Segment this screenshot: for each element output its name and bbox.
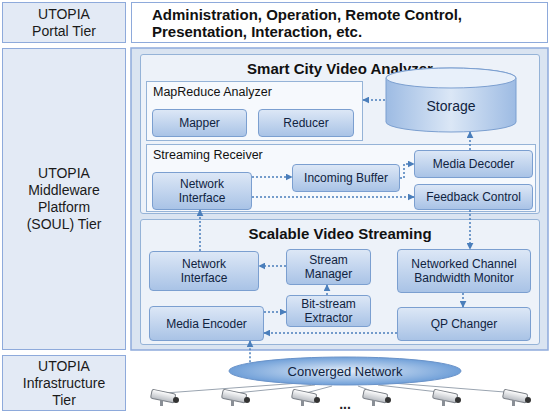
process-box: Network Interface xyxy=(152,172,252,210)
process-box: Reducer xyxy=(258,109,354,137)
node-text: Network Interface xyxy=(160,257,248,285)
group-box: MapReduce AnalyzerMapper Reducer xyxy=(146,81,363,141)
node-text: Feedback Control xyxy=(426,190,521,204)
node-text: UTOPIA Middleware Platform (SOUL) Tier xyxy=(19,165,109,233)
node-text: Networked Channel Bandwidth Monitor xyxy=(408,257,520,285)
network-cloud: Converged Network xyxy=(228,356,462,386)
tier-box: UTOPIA Portal Tier xyxy=(2,2,126,43)
process-box: QP Changer xyxy=(397,307,531,341)
node-text: Converged Network xyxy=(288,364,403,379)
node-text: Stream Manager xyxy=(297,253,360,281)
process-box: Mapper xyxy=(152,109,247,137)
node-text: Network Interface xyxy=(163,177,241,205)
middleware-area xyxy=(131,48,548,350)
process-box: Feedback Control xyxy=(414,184,533,210)
node-text: UTOPIA Infrastructure Tier xyxy=(19,358,109,409)
node-text: MapReduce Analyzer xyxy=(153,85,272,99)
node-text: Incoming Buffer xyxy=(304,171,388,185)
tier-box: UTOPIA Middleware Platform (SOUL) Tier xyxy=(2,48,126,350)
node-text: Storage xyxy=(426,98,475,114)
node-text: Bit-stream Extractor xyxy=(297,297,360,325)
process-box: Networked Channel Bandwidth Monitor xyxy=(397,249,531,293)
node-text: Mapper xyxy=(179,116,220,130)
process-box: Incoming Buffer xyxy=(292,164,400,192)
node-text: Reducer xyxy=(283,116,328,130)
storage-cylinder: Storage xyxy=(385,67,517,133)
node-text: Media Encoder xyxy=(166,317,247,331)
process-box: Stream Manager xyxy=(286,249,371,285)
ellipsis-label: ... xyxy=(315,396,375,412)
tier-box: UTOPIA Infrastructure Tier xyxy=(2,355,126,411)
node-text: Scalable Video Streaming xyxy=(141,225,539,242)
node-text: Administration, Operation, Remote Contro… xyxy=(152,6,482,40)
process-box: Media Decoder xyxy=(414,150,533,178)
process-box: Network Interface xyxy=(149,251,259,291)
group-box: Streaming ReceiverNetwork Interface Incom… xyxy=(146,144,536,212)
node-text: UTOPIA Portal Tier xyxy=(19,6,109,40)
node-text: Media Decoder xyxy=(433,157,514,171)
module-panel: Smart City Video AnalyzerMapReduce Analy… xyxy=(140,54,540,214)
node-text: QP Changer xyxy=(431,317,498,331)
process-box: Media Encoder xyxy=(149,306,264,341)
module-panel: Scalable Video StreamingNetwork Interfac… xyxy=(140,219,540,345)
process-box: Bit-stream Extractor xyxy=(286,295,371,327)
node-text: Streaming Receiver xyxy=(153,148,263,162)
portal-box: Administration, Operation, Remote Contro… xyxy=(131,2,548,43)
